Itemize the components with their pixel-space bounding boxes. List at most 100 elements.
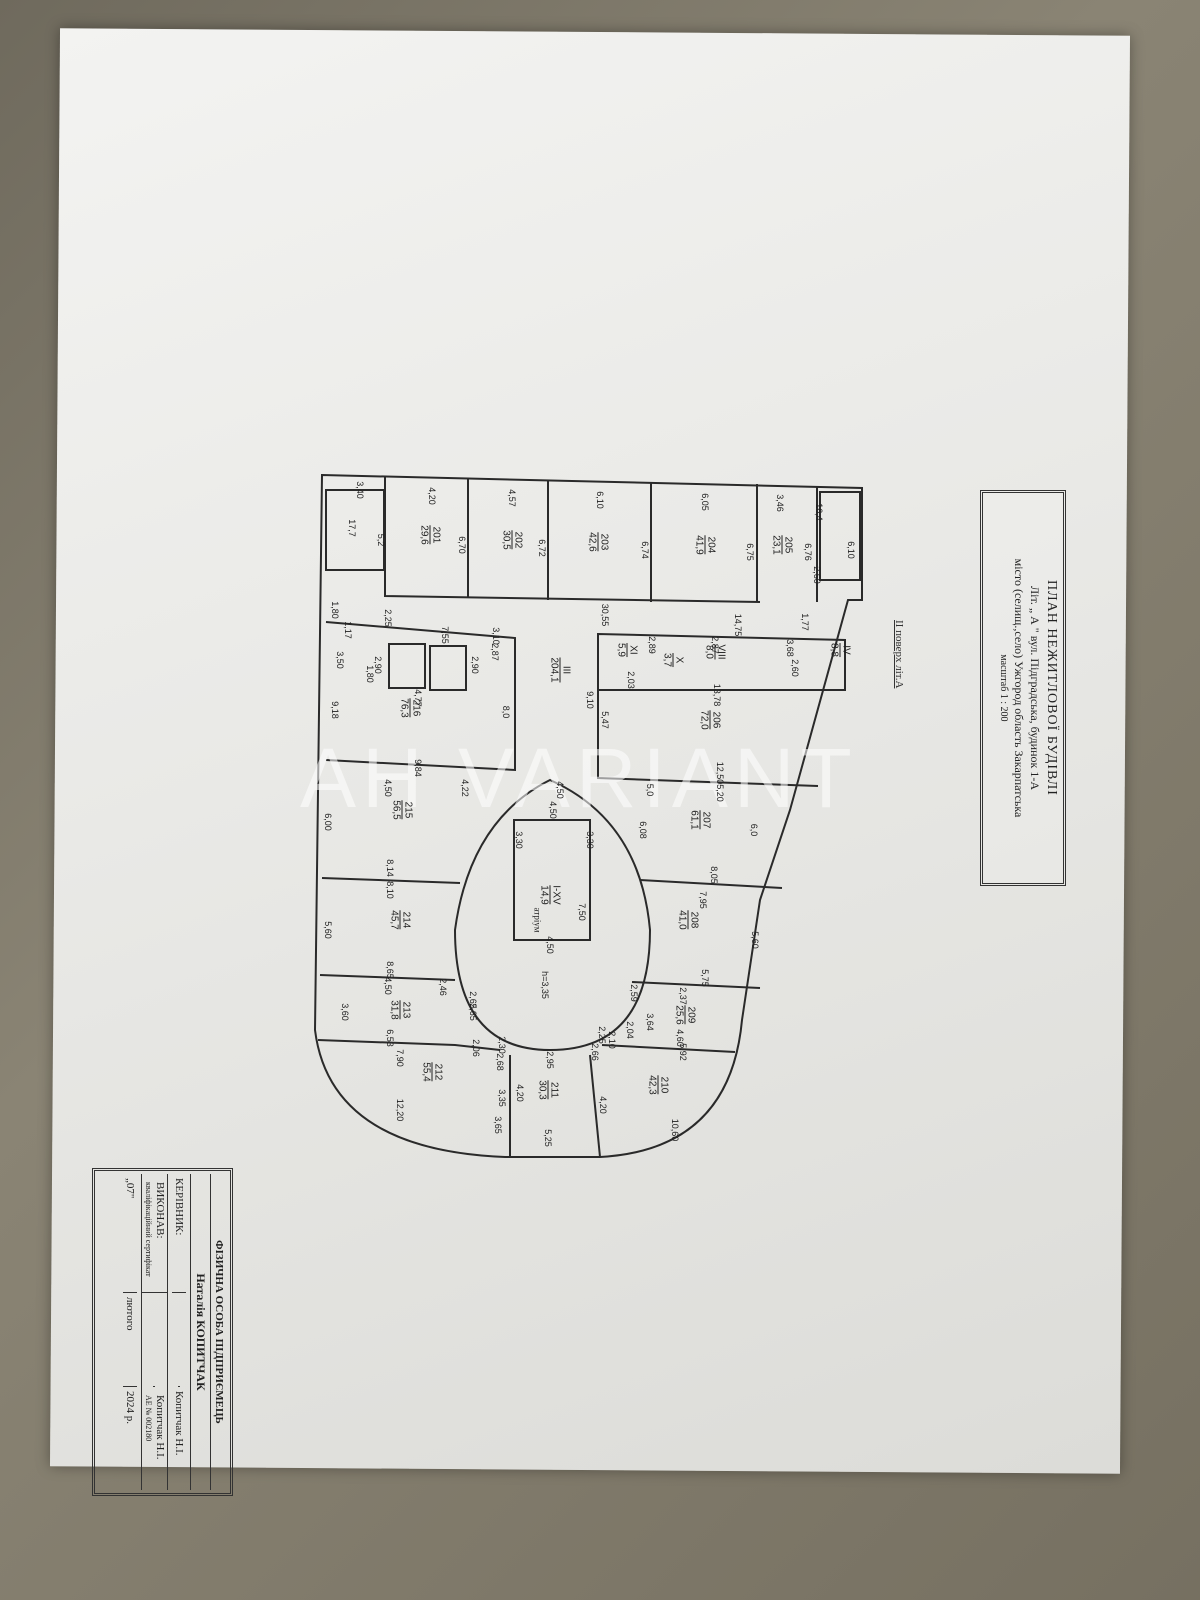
dimension-label: 2,87 bbox=[490, 643, 500, 661]
dimension-label: 1,80 bbox=[365, 665, 375, 683]
dimension-label: 1,77 bbox=[800, 613, 810, 631]
dimension-label: 2,10 bbox=[607, 1031, 617, 1049]
dimension-label: 4,57 bbox=[507, 489, 517, 507]
wall-line bbox=[319, 974, 456, 981]
dimension-label: 30,55 bbox=[600, 603, 610, 627]
dimension-label: 6,53 bbox=[385, 1029, 395, 1047]
room-area: 25,6 bbox=[673, 1005, 685, 1025]
dimension-label: 3,60 bbox=[340, 1003, 350, 1021]
dimension-label: 6,0 bbox=[749, 823, 759, 837]
dimension-label: 3,68 bbox=[785, 639, 795, 657]
stamp-signature bbox=[177, 1293, 180, 1387]
room-number: 202 bbox=[511, 530, 524, 550]
dimension-label: 4,50 bbox=[555, 781, 565, 799]
dimension-label: 6,10 bbox=[846, 541, 856, 559]
room-number: IV bbox=[839, 643, 852, 657]
stamp-row-date: „07" лютого 2024 р. bbox=[119, 1174, 141, 1490]
dimension-label: 3,10 bbox=[491, 627, 501, 645]
room-number: 211 bbox=[547, 1080, 560, 1100]
wall-line bbox=[317, 1039, 501, 1051]
stair-left bbox=[325, 489, 385, 571]
room-number: 210 bbox=[657, 1075, 670, 1095]
room-number: 212 bbox=[431, 1062, 444, 1082]
wall-line bbox=[589, 1054, 601, 1158]
dimension-label: 2,37 bbox=[678, 987, 688, 1005]
room-number: 201 bbox=[429, 525, 442, 545]
wall-line bbox=[601, 1044, 736, 1053]
outer-wall bbox=[313, 473, 863, 1158]
dimension-label: 3,65 bbox=[493, 1116, 503, 1134]
room-area: 55,4 bbox=[420, 1062, 432, 1082]
wall-line bbox=[597, 632, 846, 691]
dimension-label: 2,60 bbox=[790, 659, 800, 677]
dimension-label: 3,64 bbox=[645, 1013, 655, 1031]
dimension-label: 2,89 bbox=[647, 636, 657, 654]
dimension-label: 12,50 bbox=[715, 761, 725, 785]
room-number: 214 bbox=[399, 910, 412, 930]
dimension-label: 17,7 bbox=[347, 519, 357, 537]
title-inner: ПЛАН НЕЖИТЛОВОЇ БУДІВЛІ Літ. „ А " вул. … bbox=[987, 498, 1059, 878]
room-number: 205 bbox=[781, 535, 794, 555]
room-area: 30,3 bbox=[536, 1080, 548, 1100]
stamp-inner: ФІЗИЧНА ОСОБА ПІДПРИЄМЕЦЬ Наталія КОПИТЧ… bbox=[99, 1174, 227, 1490]
wall-line bbox=[597, 690, 819, 787]
dimension-label: 5,60 bbox=[323, 921, 333, 939]
plan-scale: масштаб 1 : 200 bbox=[998, 654, 1009, 722]
plan-title: ПЛАН НЕЖИТЛОВОЇ БУДІВЛІ bbox=[1044, 580, 1059, 796]
room-number: 204 bbox=[704, 535, 717, 555]
dimension-label: 5,47 bbox=[600, 711, 610, 729]
plan-address: Літ. „ А " вул. Підградська, будинок 1-А bbox=[1028, 586, 1042, 790]
room-area: 5,9 bbox=[615, 643, 627, 657]
stamp-signature bbox=[153, 1293, 155, 1387]
dimension-label: 5,75 bbox=[700, 969, 710, 987]
wall-line bbox=[325, 621, 516, 772]
dimension-label: 2,30 bbox=[497, 1036, 507, 1054]
elevator bbox=[429, 645, 467, 691]
dimension-label: 4,22 bbox=[460, 779, 470, 797]
room-area: 42,6 bbox=[586, 532, 598, 552]
dimension-label: 3,50 bbox=[335, 651, 345, 669]
dimension-label: 2,60 bbox=[812, 566, 822, 584]
dimension-label: 5,2 bbox=[376, 533, 386, 547]
room-number: I-XV bbox=[549, 885, 562, 905]
stamp-row-manager: КЕРІВНИК: Копитчак Н.І. bbox=[166, 1174, 190, 1490]
dimension-label: 2,06 bbox=[471, 1039, 481, 1057]
dimension-label: 2,03 bbox=[626, 671, 636, 689]
dimension-label: 6,74 bbox=[640, 541, 650, 559]
atrium-stair bbox=[513, 819, 591, 941]
room-area: 72,0 bbox=[698, 710, 710, 730]
dimension-label: 8,14 bbox=[385, 859, 395, 877]
dimension-label: 2,46 bbox=[438, 978, 448, 996]
dimension-label: 5,0 bbox=[645, 783, 655, 797]
dimension-label: 4,60 bbox=[675, 1029, 685, 1047]
dimension-label: 6,70 bbox=[457, 536, 467, 554]
dimension-label: 6,75 bbox=[745, 543, 755, 561]
dimension-label: h=3,35 bbox=[540, 971, 550, 999]
room-area: 61,1 bbox=[688, 810, 700, 830]
dimension-label: 5,20 bbox=[715, 784, 725, 802]
dimension-label: 3,40 bbox=[355, 481, 365, 499]
dimension-label: 6,76 bbox=[803, 543, 813, 561]
dimension-label: 5,25 bbox=[543, 1129, 553, 1147]
room-area: 45,7 bbox=[388, 910, 400, 930]
room-number: 208 bbox=[687, 910, 700, 930]
dimension-label: 2,66 bbox=[590, 1043, 600, 1061]
dimension-label: 9,18 bbox=[330, 701, 340, 719]
room-number: 213 bbox=[399, 1000, 412, 1020]
stamp-manager-value: Копитчак Н.І. bbox=[172, 1391, 185, 1456]
wall-line bbox=[639, 879, 783, 889]
room-area: 3,7 bbox=[661, 653, 673, 667]
room-number: 203 bbox=[597, 532, 610, 552]
dimension-label: 2,65 bbox=[468, 1003, 478, 1021]
